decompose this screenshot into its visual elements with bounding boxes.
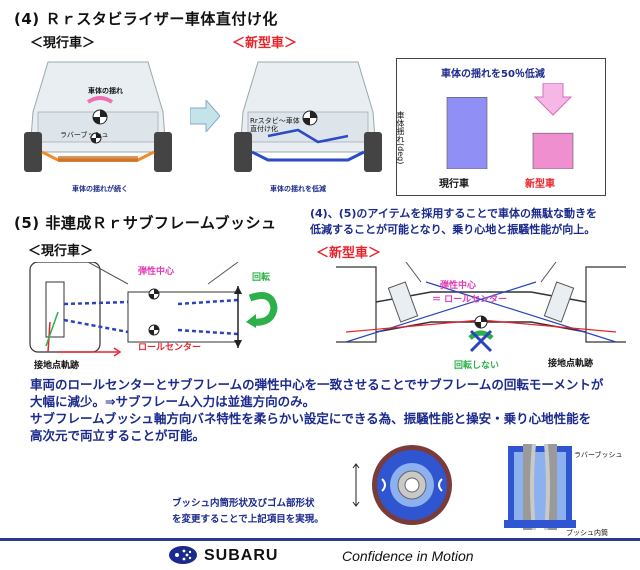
subaru-logo-icon [169,546,197,564]
new-car-illustration [234,61,382,172]
rubber-bush-label: ラバーブッシュ [574,451,623,459]
section5-summary-line1: (4)、(5)のアイテムを採用することで車体の無駄な動きを [310,207,597,220]
current-contact-trace: 接地点軌跡 [34,361,80,371]
current-sway-label: 車体の揺れ [88,87,123,95]
body-line-1: 車両のロールセンターとサブフレームの弾性中心を一致させることでサブフレームの回転… [30,377,604,392]
new-equals-roll-center: ＝ ロールセンター [432,295,508,305]
current-car-illustration [24,61,172,172]
section5-title: (5) 非連成Ｒｒサブフレームブッシュ [14,214,277,232]
new-no-rotation-label: 回転しない [454,361,500,371]
chart-bar-0 [446,97,488,169]
new-stab-label-2: 直付け化 [250,125,278,133]
section5-current-label: ＜現行車＞ [28,244,94,259]
chart-category-0: 現行車 [439,179,469,190]
bushing-caption-1: ブッシュ内筒形状及びゴム部形状 [172,498,315,509]
inner-tube-label: ブッシュ内筒 [566,529,608,537]
chart-plot [446,83,574,169]
section4-new-label: ＜新型車＞ [232,36,298,51]
section4-title: (4) Ｒｒスタビライザー車体直付け化 [14,10,278,28]
current-subframe-diagram [29,262,242,357]
current-bush-label: ラバーブッシュ [60,131,109,139]
footer-tagline: Confidence in Motion [342,548,474,564]
current-roll-center: ロールセンター [138,343,202,353]
bushing-section-view [504,443,576,531]
chart-category-1: 新型車 [525,179,555,190]
sway-chart: 車体の揺れを50％低減 車体揺れ(deg) 現行車 新型車 [396,58,606,196]
arrow-right-icon [190,100,220,132]
body-line-2: 大幅に減少。⇒サブフレーム入力は並進方向のみ。 [30,394,316,409]
rotation-arrow-icon [246,292,278,328]
reduction-arrow-icon [533,83,573,116]
current-car-caption: 車体の揺れが続く [72,185,128,193]
bushing-caption-2: を変更することで上記項目を実現。 [172,514,324,525]
section5-new-label: ＜新型車＞ [316,246,382,261]
current-elastic-center: 弾性中心 [138,267,175,277]
chart-ylabel: 車体揺れ(deg) [396,111,405,165]
new-stab-label-1: Rrスタビ～車体 [250,117,300,125]
no-rotation-cross-icon [468,329,494,353]
chart-title: 車体の揺れを50％低減 [441,69,545,80]
new-elastic-center: 弾性中心 [440,281,477,291]
footer-divider [0,538,640,541]
new-contact-trace: 接地点軌跡 [548,359,594,369]
body-line-4: 高次元で両立することが可能。 [30,428,206,443]
bushing-front-view [352,445,452,525]
body-line-3: サブフレームブッシュ軸方向バネ特性を柔らかい設定にできる為、振騒性能と操安・乗り… [30,411,592,426]
current-rotation-label: 回転 [252,273,271,283]
new-car-caption: 車体の揺れを低減 [270,185,326,193]
footer-brand: SUBARU [204,547,279,564]
new-subframe-diagram [336,262,626,343]
section4-current-label: ＜現行車＞ [30,36,96,51]
chart-bar-1 [532,132,574,169]
section5-summary-line2: 低減することが可能となり、乗り心地と振騒性能が向上。 [310,223,596,236]
